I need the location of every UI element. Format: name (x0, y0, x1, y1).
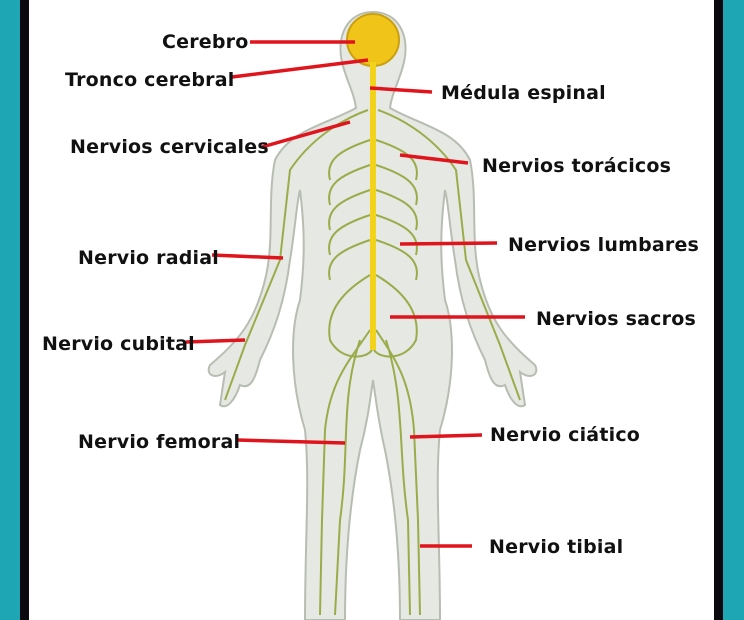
left-frame (0, 0, 20, 620)
right-border (714, 0, 723, 620)
label-medula-espinal: Médula espinal (441, 82, 606, 104)
label-nervio-cubital: Nervio cubital (42, 333, 195, 355)
right-frame (723, 0, 744, 620)
label-nervios-cervicales: Nervios cervicales (70, 136, 269, 158)
label-nervios-toracicos: Nervios torácicos (482, 155, 672, 177)
left-border (20, 0, 29, 620)
brain (346, 13, 400, 67)
leader-lines (185, 40, 525, 548)
label-tronco-cerebral: Tronco cerebral (65, 69, 235, 91)
label-nervio-ciatico: Nervio ciático (490, 424, 641, 446)
label-nervio-radial: Nervio radial (78, 247, 219, 269)
label-nervio-femoral: Nervio femoral (78, 431, 241, 453)
label-nervio-tibial: Nervio tibial (489, 536, 624, 558)
label-nervios-sacros: Nervios sacros (536, 308, 696, 330)
label-nervios-lumbares: Nervios lumbares (508, 234, 700, 256)
label-cerebro: Cerebro (162, 31, 249, 53)
